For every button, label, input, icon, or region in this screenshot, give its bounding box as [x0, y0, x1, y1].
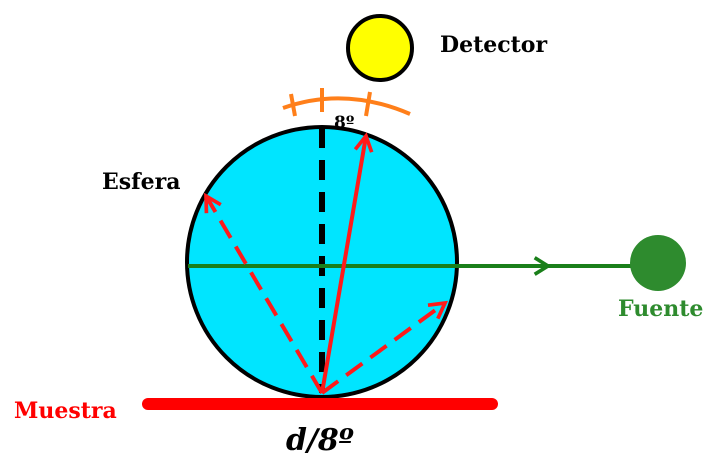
- angle-arc-tick-right: [364, 91, 372, 117]
- sample-label: Muestra: [14, 398, 117, 424]
- diffuse-ray-right: [320, 303, 445, 395]
- sphere-label: Esfera: [102, 169, 180, 195]
- angle-arc-tick-left: [289, 93, 297, 117]
- detector-sensor: [346, 14, 414, 82]
- source-lamp: [630, 235, 686, 291]
- detector-label: Detector: [440, 32, 547, 58]
- geometry-label: d/8º: [286, 423, 354, 457]
- specular-ray-to-detector: [320, 136, 366, 394]
- angle-label: 8º: [334, 113, 354, 133]
- angle-arc: [282, 96, 411, 116]
- source-label: Fuente: [618, 296, 703, 322]
- diffuse-ray-left: [206, 196, 324, 395]
